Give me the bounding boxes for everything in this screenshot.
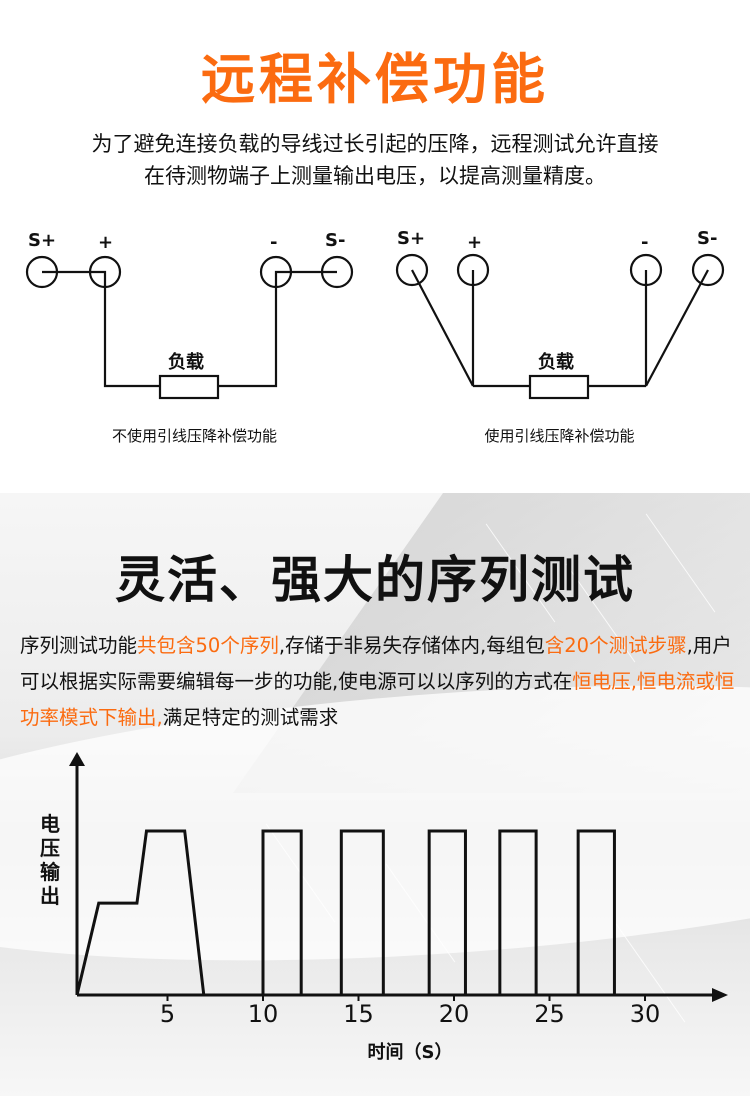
diagram-caption-without: 不使用引线压降补偿功能: [111, 427, 277, 445]
wiring-diagram-2-icon: [395, 253, 725, 400]
x-tick-label: 25: [534, 1000, 565, 1028]
diagram-without-compensation: S+ + - S- 负载 不使用引线压降补偿功能: [0, 220, 375, 460]
terminal-label-s-plus: S+: [397, 228, 426, 249]
x-tick-label: 5: [159, 1000, 176, 1028]
diagram-with-compensation: S+ + - S- 负载 使用引线压降补偿功能: [375, 220, 750, 460]
x-tick-label: 10: [247, 1000, 279, 1028]
terminal-label-plus: +: [98, 232, 114, 253]
section-title-remote-compensation: 远程补偿功能: [201, 48, 549, 111]
y-axis-label: 电压输出: [40, 812, 60, 908]
desc-highlight: 含20个测试步骤: [544, 634, 687, 657]
diagram-caption-with: 使用引线压降补偿功能: [484, 427, 635, 445]
section-title-sequence-test: 灵活、强大的序列测试: [115, 551, 635, 609]
terminal-label-s-plus: S+: [28, 230, 57, 251]
terminal-label-plus: +: [467, 232, 483, 253]
remote-compensation-section: 远程补偿功能 为了避免连接负载的导线过长引起的压降，远程测试允许直接 在待测物端…: [0, 0, 750, 493]
intro-line-2: 在待测物端子上测量输出电压，以提高测量精度。: [144, 164, 606, 188]
desc-text: ,用户可以根据实际需要编辑每一步的功能,使电源可以以序列的方式在: [20, 634, 732, 693]
intro-line-1: 为了避免连接负载的导线过长引起的压降，远程测试允许直接: [91, 132, 659, 156]
remote-compensation-intro: 为了避免连接负载的导线过长引起的压降，远程测试允许直接 在待测物端子上测量输出电…: [30, 128, 720, 192]
desc-text: 满足特定的测试需求: [162, 706, 339, 729]
x-axis-label: 时间（S）: [367, 1042, 453, 1063]
desc-highlight: 恒电压,恒电流或恒功率模式下输出,: [20, 670, 735, 729]
desc-text: ,存储于非易失存储体内,每组包: [278, 634, 545, 657]
voltage-sequence-chart: 电压输出 5 10 15 20 25 30 时间（S）: [0, 720, 750, 1096]
desc-text: 序列测试功能: [20, 634, 138, 657]
sequence-test-description: 序列测试功能共包含50个序列,存储于非易失存储体内,每组包含20个测试步骤,用户…: [20, 628, 735, 736]
desc-highlight: 共包含50个序列: [137, 634, 279, 657]
terminal-label-minus: -: [270, 232, 278, 253]
load-label: 负载: [168, 352, 204, 373]
load-label: 负载: [538, 352, 574, 373]
x-tick-label: 30: [629, 1000, 661, 1028]
x-tick-label: 20: [438, 1000, 470, 1028]
terminal-label-s-minus: S-: [325, 230, 346, 251]
terminal-label-minus: -: [641, 232, 649, 253]
terminal-label-s-minus: S-: [697, 228, 718, 249]
x-tick-label: 15: [343, 1000, 374, 1028]
wiring-diagram-1-icon: [25, 255, 354, 400]
chart-plot-area: [69, 752, 728, 1002]
